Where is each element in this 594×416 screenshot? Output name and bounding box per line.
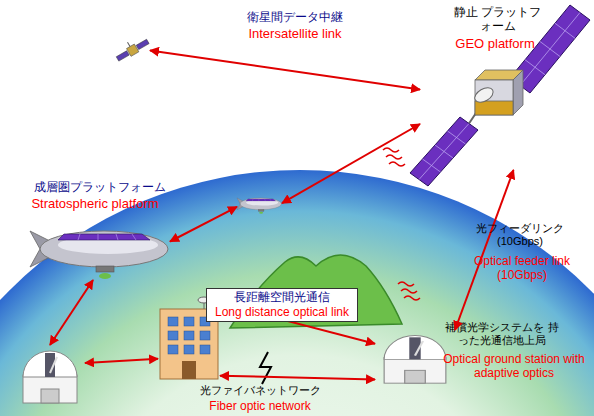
illustration-part <box>475 101 513 115</box>
stratospheric-airship: 成層圏プラットフォームStratospheric platform <box>30 225 170 280</box>
observatory-dome <box>15 345 85 405</box>
geo-satellite: 静止 プラットフォームGEO platform <box>420 55 590 170</box>
illustration-part <box>136 39 149 49</box>
illustration-part <box>259 212 263 214</box>
node-illustration <box>115 38 150 63</box>
illustration-part <box>384 336 446 360</box>
illustration-part <box>246 199 276 201</box>
illustration-part <box>415 341 423 356</box>
illustration-part <box>116 51 129 61</box>
illustration-part <box>184 345 194 354</box>
illustration-part <box>58 234 150 240</box>
illustration-part <box>41 389 59 403</box>
beam-wave <box>383 148 405 166</box>
illustration-part <box>23 375 77 403</box>
illustration-part <box>23 351 77 377</box>
annotation-label: 光ファイバネットワーク <box>196 384 324 397</box>
node-heading: 静止 プラットフォーム <box>450 5 545 34</box>
illustration-part <box>240 198 281 210</box>
link-label: Fiber optic network <box>192 399 328 413</box>
optical-link-arrow <box>150 51 420 90</box>
illustration-part <box>40 231 168 267</box>
node-heading: GEO platform <box>435 36 555 52</box>
optical-link-arrow <box>50 280 93 345</box>
beam-wave <box>398 282 420 300</box>
optical-link-arrow <box>85 359 158 363</box>
node-illustration <box>237 196 282 214</box>
optical-link-arrow <box>282 124 420 203</box>
illustration-part <box>168 317 178 326</box>
node-illustration <box>420 55 590 170</box>
illustration-part <box>410 117 478 186</box>
illustration-part <box>384 358 446 384</box>
illustration-part <box>99 273 111 279</box>
annotation-label: 衛星間データ中継 <box>225 10 365 24</box>
illustration-part <box>96 266 114 272</box>
illustration-part <box>200 345 210 354</box>
illustration-part <box>168 345 178 354</box>
link-label: Long distance optical link <box>206 305 358 319</box>
annotation-label: 長距離空間光通信 <box>206 290 358 304</box>
optical-link-arrow <box>220 376 375 380</box>
illustration-part <box>113 33 150 63</box>
node-illustration <box>375 330 455 385</box>
node-illustration <box>15 345 85 405</box>
illustration-part <box>200 331 210 340</box>
earth-globe <box>0 170 594 416</box>
ground-station: 補償光学システムを 持った光通信地上局Optical ground statio… <box>375 330 455 385</box>
node-heading: 成層圏プラットフォーム <box>20 180 180 194</box>
node-heading: Stratospheric platform <box>5 196 185 212</box>
link-label: Optical feeder link (10Gbps) <box>462 254 582 283</box>
node-heading: Optical ground station with adaptive opt… <box>440 352 588 381</box>
illustration-part <box>184 317 194 326</box>
illustration-part <box>182 361 196 379</box>
illustration-part <box>252 199 271 201</box>
illustration-part <box>78 234 136 240</box>
illustration-part <box>513 70 523 115</box>
illustration-part <box>405 370 426 383</box>
lightning-symbol <box>260 352 271 384</box>
annotation-label: 光フィーダリンク (10Gbps) <box>468 222 572 248</box>
illustration-part <box>50 357 57 373</box>
stratospheric-airship <box>237 196 282 214</box>
illustration-part <box>472 85 495 105</box>
node-illustration <box>30 225 170 280</box>
optical-link-arrow <box>455 170 514 330</box>
illustration-part <box>128 42 131 46</box>
illustration-part <box>419 124 469 180</box>
illustration-part <box>258 209 264 211</box>
illustration-part <box>168 331 178 340</box>
relay-satellite <box>115 38 150 63</box>
node-heading: 補償光学システムを 持った光通信地上局 <box>440 321 564 347</box>
illustration-part <box>184 331 194 340</box>
optical-link-arrow <box>170 207 237 242</box>
link-label: Intersatellite link <box>215 26 375 42</box>
illustration-part <box>246 200 278 206</box>
